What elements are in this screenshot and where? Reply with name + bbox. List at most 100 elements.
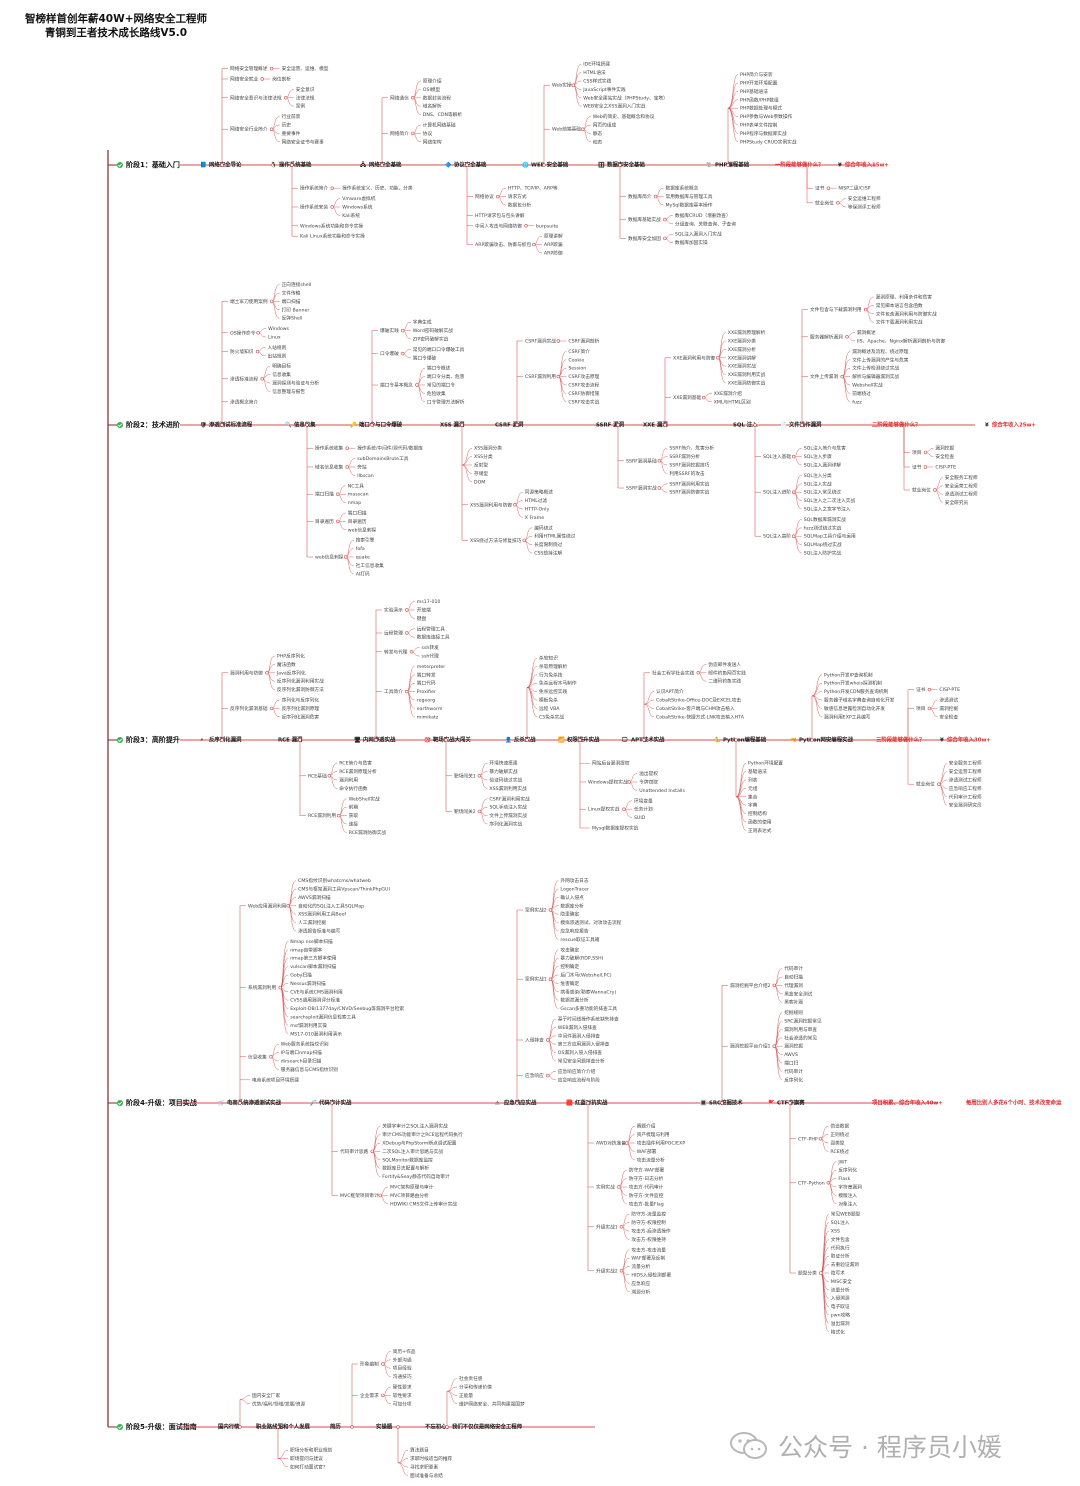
leaf-connector — [841, 376, 851, 403]
leaf-s4-2-1-4: OS漏洞入侵入侵排查 — [558, 1049, 602, 1056]
leaf-s2-6-1-4: XXE漏洞实战 — [728, 363, 756, 370]
leaf-s5-1-0-2: 如何打动面试官? — [290, 1464, 326, 1471]
leaf-s4-4-1-2: 代理漏洞 — [784, 982, 803, 989]
leaf-s2-3-1-3: X Frame — [525, 515, 544, 521]
leaf-s2-5-0-2: SSRF漏洞挖掘技巧 — [669, 462, 709, 469]
job-item-s3-0-2: 渗透测试工程师 — [949, 777, 982, 784]
job-group-s3-0: 就业岗位 — [916, 781, 935, 788]
leaf-s1-5-2-0: SQL注入漏洞入门实战 — [675, 231, 722, 238]
leaf-connector — [621, 1226, 630, 1240]
node-s2-0-2: 防火墙知识 — [230, 348, 254, 355]
leaf-s5-3-0-3: 面试准备与总结 — [410, 1472, 443, 1479]
leaf-connector — [623, 808, 632, 818]
job-dot — [927, 706, 932, 711]
leaf-s4-2-1-2: 中间件漏洞入侵排查 — [558, 1032, 601, 1039]
node-s4-5-0: CTF-PHP — [798, 1136, 818, 1142]
leaf-s2-5-1-0: SSRF漏洞利用实战 — [669, 480, 709, 487]
branch-dot — [840, 374, 844, 379]
leaf-connector — [270, 1056, 279, 1070]
branch-dot — [513, 503, 517, 507]
topic-dot — [800, 423, 804, 427]
job-item-s2-1-0: CISP-PTE — [935, 465, 956, 471]
leaf-s3-5-1-1: 令牌窃取 — [639, 779, 658, 786]
leaf-connector — [865, 296, 874, 310]
leaf-s2-7-1-1: SQL注入实战 — [804, 480, 832, 487]
node-s3-2-3: 实验演示 — [384, 607, 403, 614]
check-mark-icon — [118, 163, 123, 167]
leaf-s2-6-1-0: XXE漏洞原理解析 — [728, 329, 766, 336]
leaf-connector — [279, 941, 289, 988]
leaf-connector — [698, 672, 707, 682]
leaf-s2-5-1-1: SSRF漏洞防御实战 — [669, 489, 709, 496]
leaf-connector — [533, 235, 542, 245]
leaf-s4-2-0-0: 应急响应简介介绍 — [558, 1068, 596, 1075]
node-s4-2-3: 案例实战2 — [525, 907, 547, 914]
leaf-connector — [406, 666, 415, 692]
leaf-s1-5-0-2: MySql数据库基本操作 — [666, 202, 713, 209]
topic-dot — [515, 1101, 519, 1105]
job-dot — [826, 186, 831, 190]
topic-label-s1-0: 网络安全导论 — [209, 161, 242, 169]
topic-label-s2-8: 文件操作漏洞 — [789, 421, 822, 429]
leaf-s2-2-0-4: 口令管理方法解析 — [427, 398, 465, 405]
node-s3-6-1: 社会工程学社会实践 — [652, 669, 695, 676]
leaf-s5-1-0-0: 职场分析和职业规划 — [290, 1447, 333, 1454]
node-s2-0-3: OS操作命令 — [230, 329, 256, 336]
leaf-s4-4-0-6: 端口扫 — [784, 1060, 798, 1067]
leaf-s2-0-1-2: 漏洞探测与验证与分析 — [272, 380, 319, 387]
topic-dot — [350, 1425, 354, 1429]
leaf-s2-1-3-2: web信息刺探 — [348, 526, 377, 533]
job-item-s2-2-0: 安全服务工程师 — [945, 474, 978, 481]
branch-dot — [343, 555, 348, 559]
topic-dot — [374, 738, 378, 742]
leaf-s1-2-1-2: 数据封装流程 — [423, 94, 451, 101]
leaf-s2-8-0-5: 前端绕过 — [852, 390, 871, 397]
leaf-s4-3-3-3: HIDS入侵检测部署 — [631, 1272, 671, 1279]
branch-dot — [477, 774, 482, 778]
topic-label-s1-5: 数据库安全基础 — [607, 161, 645, 169]
leaf-s5-4-0-0: 社会责任感 — [459, 1375, 483, 1382]
leaf-s3-1-1-0: WebShell实战 — [349, 795, 380, 802]
yuan-icon: ¥ — [838, 163, 842, 169]
leaf-s2-3-0-4: DOM — [474, 479, 485, 485]
leaf-s2-0-2-1: 出站规则 — [268, 352, 287, 359]
leaf-s1-2-0-2: 网络架构 — [423, 138, 442, 145]
stage-label-s5: 阶段5-升级：面试指南 — [126, 1422, 197, 1431]
leaf-s1-4-0-1: 网页的组成 — [593, 122, 617, 129]
leaf-s1-2-1-4: DNS、CDN等解析 — [423, 111, 463, 118]
leaf-connector — [735, 779, 747, 798]
leaf-s3-1-0-3: 命令执行函数 — [339, 785, 367, 792]
topic-dot — [396, 1425, 400, 1429]
node-s4-5-1: CTF-Python — [798, 1180, 825, 1186]
leaf-s1-0-3-0: 安全运营、运维、模型 — [282, 65, 329, 72]
leaf-s2-0-4-1: 文件传输 — [282, 290, 301, 297]
leaf-s4-0-2-3: vulscan脚本漏洞扫描 — [290, 963, 336, 970]
leaf-s1-4-1-5: WEB安全之XSS漏洞入门实战 — [583, 103, 645, 110]
leaf-s4-5-2-5: 取证分析 — [831, 1253, 850, 1260]
topic-icon-s4-5: 🚩 — [768, 1100, 775, 1107]
leaf-s4-0-2-5: Nessus漏洞扫描 — [290, 980, 326, 987]
stage-salary-s3: 综合年收入30w+ — [947, 736, 991, 744]
leaf-s1-6-0-6: PHP表单文件控制 — [740, 122, 778, 129]
topic-dot — [618, 163, 622, 167]
topic-icon-s4-1: 🔎 — [310, 1099, 317, 1107]
leaf-s4-2-2-1: 暴力破解(RDP,SSH) — [560, 955, 603, 962]
branch-dot — [269, 66, 274, 71]
leaf-s2-1-4-1: fofa — [356, 546, 365, 552]
leaf-s4-3-0-3: WAF部署 — [637, 1148, 657, 1155]
topic-dot — [586, 1101, 590, 1105]
roadmap-title: 智榜样首创年薪40W+网络安全工程师 青铜到王者技术成长路线V5.0 — [16, 12, 216, 40]
leaf-connector — [382, 1386, 391, 1396]
leaf-connector — [397, 1449, 409, 1464]
leaf-s3-6-0-1: CobaltStrike-Office-DOC及EXCEL攻击 — [656, 697, 741, 704]
branch-dot — [663, 236, 667, 241]
leaf-s2-3-2-2: 长度限制绕过 — [534, 541, 562, 548]
leaf-s1-6-0-4: PHP数据处理与模式 — [740, 105, 782, 112]
leaf-s1-2-1-1: OSI模型 — [423, 86, 441, 93]
node-s3-3-1: 靶场闯关2 — [454, 808, 476, 815]
yuan-icon: ¥ — [985, 423, 989, 429]
job-group-s1-1: 就业岗位 — [815, 199, 834, 206]
node-s1-3-1: HTTP请求包与包头讲解 — [475, 212, 525, 219]
leaf-s2-6-1-6: XXE漏洞防御实战 — [728, 380, 766, 387]
leaf-s4-2-3-5: 模拟渗透测试、对攻攻击流程 — [560, 919, 621, 926]
